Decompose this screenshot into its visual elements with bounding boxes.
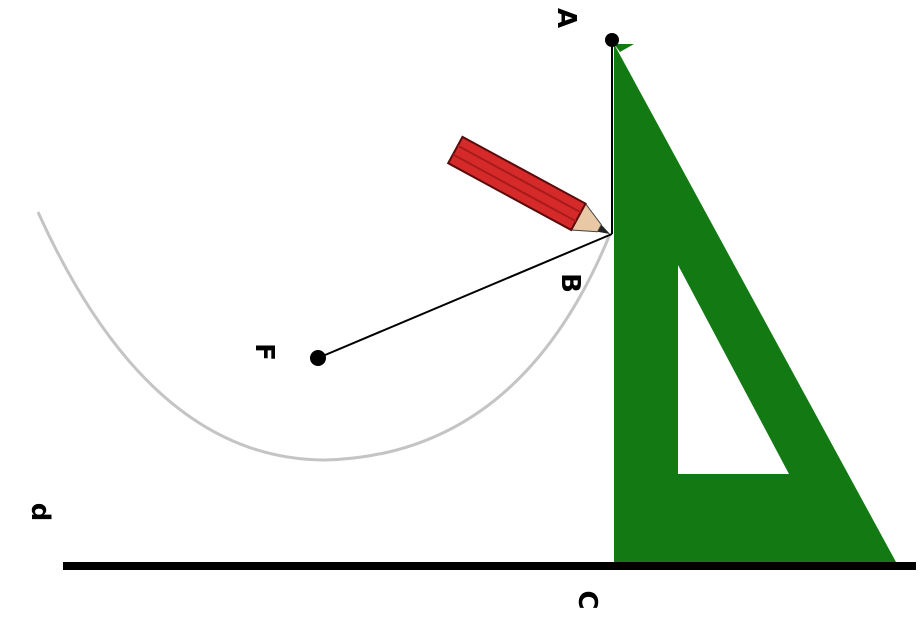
set-square-tip [614,44,634,52]
segment-fb [317,233,613,359]
pencil-body-stripe [457,144,582,214]
point-a-dot [605,33,619,47]
label-f: F [249,343,279,361]
set-square-shape [614,44,896,562]
point-f-dot [310,350,326,366]
parabola-curve [36,211,612,462]
pencil-body-stripe [452,153,577,223]
label-a: A [551,8,581,28]
pencil-icon [446,135,610,234]
label-d: d [25,503,55,522]
label-b: B [555,273,585,293]
set-square-icon [614,44,896,562]
label-c: C [572,590,602,609]
